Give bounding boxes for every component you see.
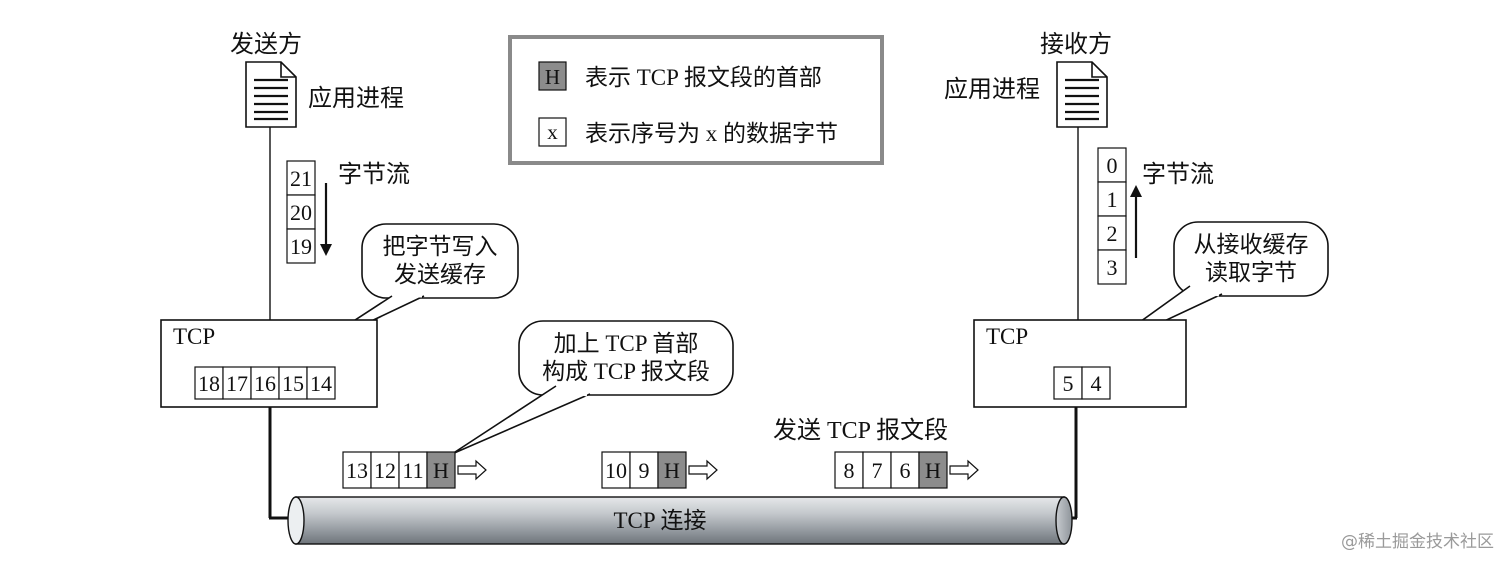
segment-byte: 11	[398, 451, 428, 489]
segment-header: H	[426, 451, 456, 489]
stream-byte-label: 19	[290, 234, 312, 259]
sender-callout-line2: 发送缓存	[394, 262, 486, 287]
legend-header-swatch	[538, 61, 567, 91]
segment-byte: 7	[862, 451, 892, 489]
buffer-byte-label: 4	[1091, 371, 1102, 396]
stream-byte-label: 0	[1107, 153, 1118, 178]
receiver-byte-stream: 0 1 2 3	[1097, 147, 1127, 285]
stream-byte: 20	[286, 194, 316, 230]
stream-byte: 1	[1097, 181, 1127, 217]
stream-byte-label: 21	[290, 166, 312, 191]
sender-app-process: 应用进程	[308, 85, 404, 112]
segment-byte: 8	[834, 451, 864, 489]
sender-byte-stream-label: 字节流	[338, 161, 410, 188]
receiver-callout-line1: 从接收缓存	[1194, 232, 1309, 257]
buffer-byte-label: 14	[310, 371, 332, 396]
receiver-app-process: 应用进程	[944, 76, 1040, 103]
watermark: @稀土掘金技术社区	[1341, 532, 1494, 552]
legend-byte-symbol: x	[547, 120, 558, 144]
stream-byte-label: 3	[1107, 255, 1118, 280]
stream-byte: 19	[286, 228, 316, 264]
send-segment-label: 发送 TCP 报文段	[773, 417, 948, 444]
buffer-byte-label: 15	[282, 371, 304, 396]
arrow-up-icon	[1130, 185, 1142, 197]
document-icon	[1056, 61, 1108, 128]
buffer-byte: 14	[306, 366, 336, 400]
buffer-byte-label: 17	[226, 371, 248, 396]
receiver-callout: 从接收缓存 读取字节	[1097, 221, 1329, 353]
receiver-tcp-label: TCP	[986, 324, 1028, 349]
sender-byte-stream: 21 20 19	[286, 160, 316, 264]
arrow-right-icon	[457, 459, 487, 481]
stream-byte-label: 1	[1107, 187, 1118, 212]
stream-byte: 3	[1097, 249, 1127, 285]
buffer-byte-label: 5	[1063, 371, 1074, 396]
segment-byte: 9	[629, 451, 659, 489]
segment-byte-label: 12	[374, 458, 396, 483]
arrow-right-icon	[949, 459, 979, 481]
buffer-byte: 18	[194, 366, 224, 400]
stream-byte-label: 2	[1107, 221, 1118, 246]
receiver-byte-stream-label: 字节流	[1142, 161, 1214, 188]
segment-header-label: H	[925, 458, 941, 483]
sender-tcp-label: TCP	[173, 324, 215, 349]
tcp-connection-pipe: TCP 连接	[287, 496, 1073, 545]
legend-header-text: 表示 TCP 报文段的首部	[585, 65, 822, 90]
arrow-down-icon	[320, 244, 332, 256]
segment-byte: 10	[601, 451, 631, 489]
stream-byte: 0	[1097, 147, 1127, 183]
sender-title: 发送方	[230, 31, 302, 58]
sender: 发送方 应用进程 21 20 19 字节流 把字节写入 发送缓存 TCP	[160, 31, 519, 520]
sender-callout-line1: 把字节写入	[383, 234, 498, 259]
stream-byte-label: 20	[290, 200, 312, 225]
receiver-callout-line2: 读取字节	[1205, 260, 1297, 285]
stream-byte: 21	[286, 160, 316, 196]
segment-byte: 13	[342, 451, 372, 489]
segment-byte-label: 13	[346, 458, 368, 483]
middle-callout-line1: 加上 TCP 首部	[554, 331, 699, 356]
arrow-right-icon	[688, 459, 718, 481]
legend-byte-text: 表示序号为 x 的数据字节	[585, 121, 838, 146]
segment-byte-label: 7	[872, 458, 883, 483]
segment-byte-label: 9	[639, 458, 650, 483]
segment-byte: 6	[890, 451, 920, 489]
middle-callout: 加上 TCP 首部 构成 TCP 报文段	[451, 320, 734, 455]
buffer-byte: 16	[250, 366, 280, 400]
segment-byte-label: 11	[402, 458, 423, 483]
receiver-title: 接收方	[1040, 31, 1112, 58]
buffer-byte: 15	[278, 366, 308, 400]
legend-byte-swatch	[538, 117, 567, 147]
segment-byte-label: 6	[900, 458, 911, 483]
buffer-byte-label: 18	[198, 371, 220, 396]
document-icon	[245, 61, 297, 128]
segment-header-label: H	[664, 458, 680, 483]
segment-byte: 12	[370, 451, 400, 489]
buffer-byte-label: 16	[254, 371, 276, 396]
buffer-byte: 4	[1081, 366, 1111, 400]
legend-header-symbol: H	[545, 65, 560, 89]
buffer-byte: 5	[1053, 366, 1083, 400]
buffer-byte: 17	[222, 366, 252, 400]
segment-byte-label: 8	[844, 458, 855, 483]
segment-header: H	[918, 451, 948, 489]
tcp-connection-label: TCP 连接	[613, 508, 706, 533]
legend-frame	[508, 35, 884, 165]
middle-callout-line2: 构成 TCP 报文段	[542, 359, 710, 384]
segment-byte-label: 10	[605, 458, 627, 483]
segment-header-label: H	[433, 458, 449, 483]
segment-header: H	[657, 451, 687, 489]
legend: H 表示 TCP 报文段的首部 x 表示序号为 x 的数据字节	[508, 35, 884, 165]
stream-byte: 2	[1097, 215, 1127, 251]
